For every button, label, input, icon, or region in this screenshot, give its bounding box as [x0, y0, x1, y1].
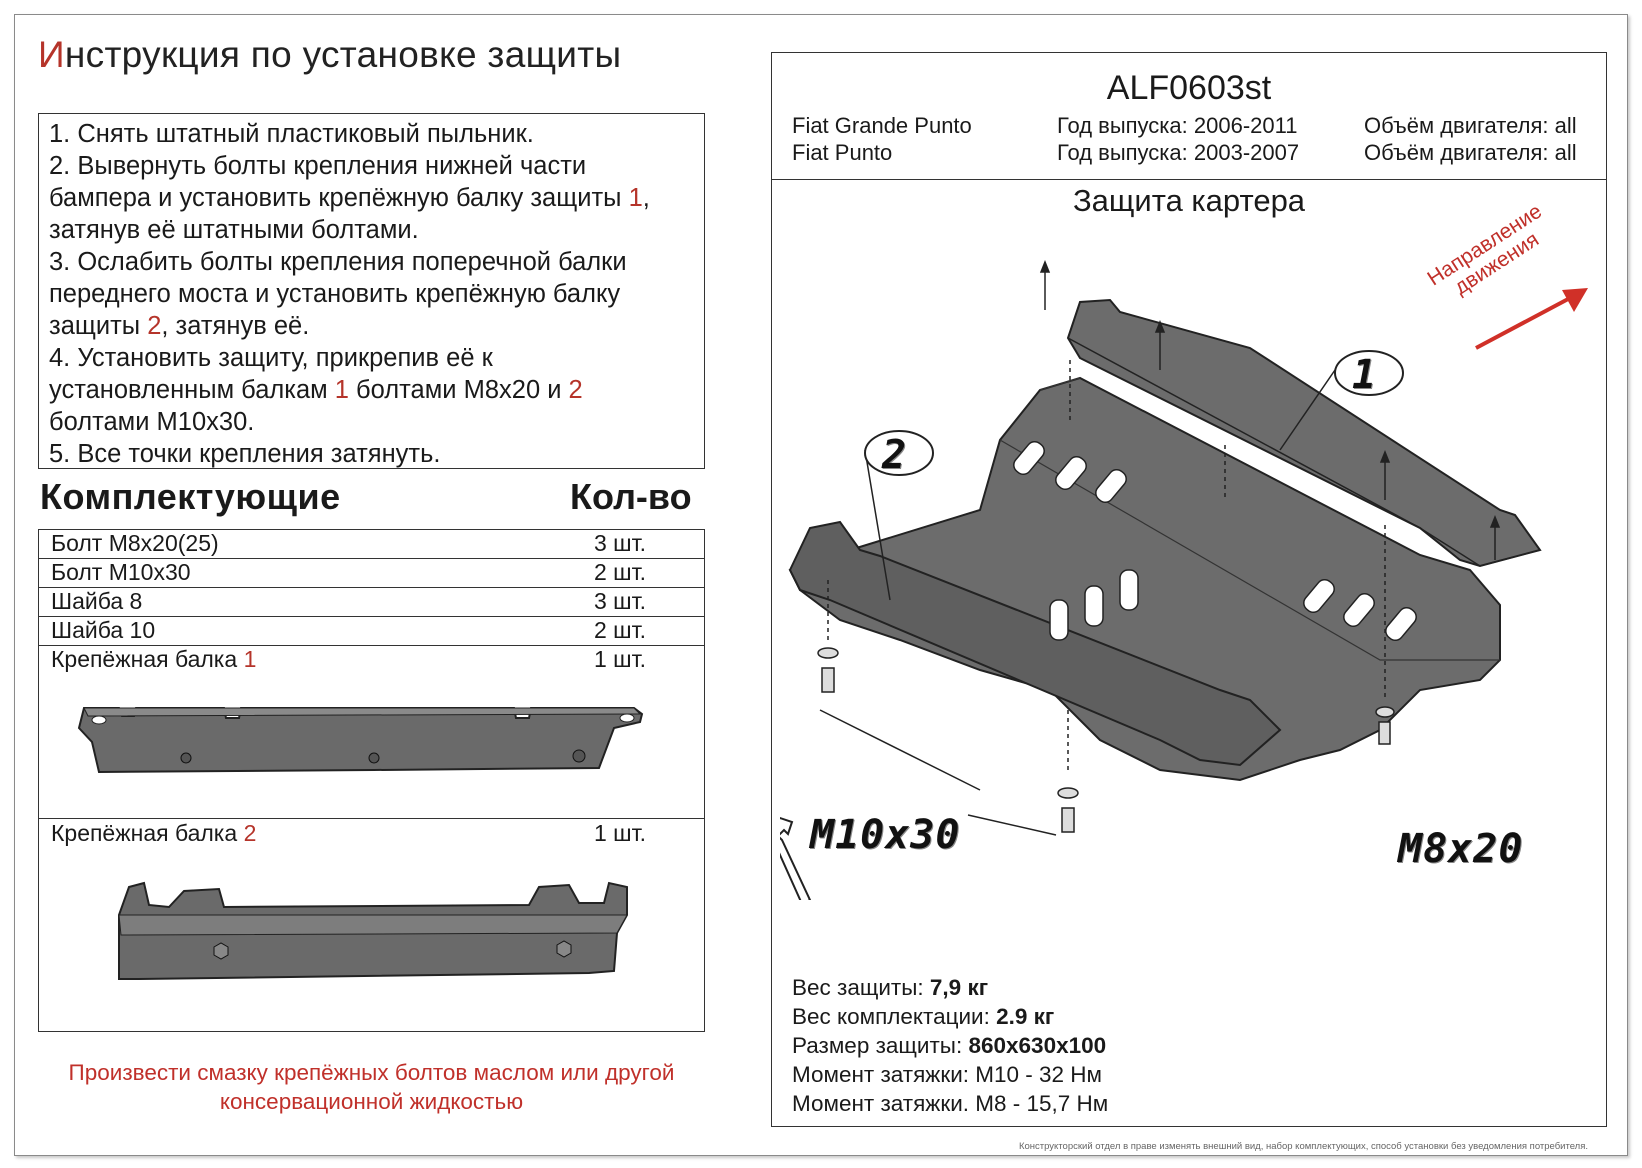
- car-year: Год выпуска: 2006-2011: [1057, 113, 1298, 138]
- car-engine: Объём двигателя: all: [1364, 113, 1577, 138]
- step-line: 4. Установить защиту, прикрепив её к: [49, 344, 493, 372]
- bolt-label-m8: M8x20: [1398, 826, 1524, 872]
- spec-line: Момент затяжки: М10 - 32 Нм: [792, 1062, 1103, 1087]
- lubrication-note: Произвести смазку крепёжных болтов масло…: [68, 1060, 675, 1114]
- page-title: Инструкция по установке защиты: [38, 34, 622, 75]
- car-year: Год выпуска: 2003-2007: [1057, 140, 1300, 165]
- step-line: 1. Снять штатный пластиковый пыльник.: [49, 120, 534, 148]
- spec-line: Вес защиты: 7,9 кг: [792, 975, 989, 1000]
- product-code: ALF0603st: [1106, 69, 1272, 107]
- mounting-beam-1-illustration: [77, 707, 644, 774]
- spec-line: Размер защиты: 860х630х100: [792, 1033, 1107, 1058]
- part-title: Защита картера: [1072, 183, 1306, 218]
- wrench-icon: [780, 816, 812, 900]
- installation-steps: 1. Снять штатный пластиковый пыльник. 2.…: [38, 113, 705, 469]
- direction-arrow-icon: [1475, 288, 1588, 350]
- car-model: Fiat Grande Punto: [792, 113, 972, 138]
- spec-line: Вес комплектации: 2.9 кг: [792, 1004, 1055, 1029]
- car-model: Fiat Punto: [792, 140, 893, 165]
- disclaimer-text: Конструкторский отдел в праве изменять в…: [1018, 1141, 1588, 1152]
- step-line: 5. Все точки крепления затянуть.: [49, 440, 441, 468]
- parts-heading: Комплектующие: [40, 476, 341, 517]
- skid-plate-illustration: [780, 260, 1542, 900]
- step-line: переднего моста и установить крепёжную б…: [49, 280, 621, 308]
- callout-part-1: 1: [1334, 350, 1404, 398]
- mounting-beam-2-illustration: [118, 881, 628, 980]
- bolt-label-m10: M10x30: [810, 812, 961, 858]
- step-line: 2. Вывернуть болты крепления нижней част…: [49, 152, 587, 180]
- product-panel: ALF0603st Fiat Grande Punto Год выпуска:…: [771, 52, 1607, 1152]
- table-row: Болт М8х20(25)3 шт.: [39, 530, 704, 559]
- step-line: болтами М10х30.: [49, 408, 255, 436]
- specifications: Вес защиты: 7,9 кг Вес комплектации: 2.9…: [792, 973, 1108, 1118]
- spec-line: Момент затяжки. М8 - 15,7 Нм: [792, 1091, 1109, 1116]
- header-divider: [772, 179, 1606, 180]
- car-engine: Объём двигателя: all: [1364, 140, 1577, 165]
- callout-part-2: 2: [864, 430, 934, 478]
- step-line: 3. Ослабить болты крепления поперечной б…: [49, 248, 627, 276]
- step-line: бампера и установить крепёжную балку защ…: [49, 184, 650, 212]
- step-line: затянув её штатными болтами.: [49, 216, 419, 244]
- step-line: защиты 2, затянув её.: [49, 312, 310, 340]
- step-line: установленным балкам 1 болтами М8х20 и 2: [49, 376, 583, 404]
- page-frame: [14, 14, 1628, 1156]
- quantity-heading: Кол-во: [570, 476, 692, 517]
